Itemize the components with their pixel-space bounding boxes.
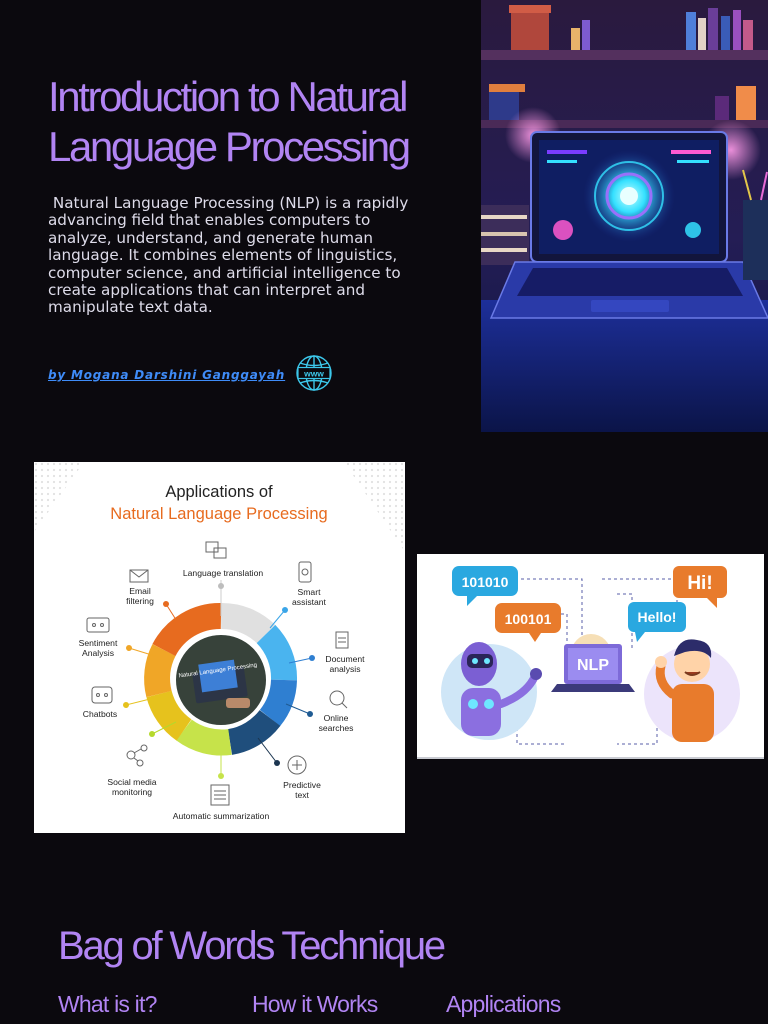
author-byline: by Mogana Darshini Ganggayah www xyxy=(48,354,333,396)
applications-donut xyxy=(144,603,297,756)
author-link[interactable]: by Mogana Darshini Ganggayah xyxy=(48,368,286,382)
bookshelf xyxy=(481,5,768,128)
tab-how-it-works[interactable]: How it Works xyxy=(252,991,378,1017)
applications-graphic: Applications of Natural Language Process… xyxy=(34,462,405,833)
social-media-icon xyxy=(126,744,148,767)
graphic-heading-2: Natural Language Processing xyxy=(110,505,327,523)
translation-icon xyxy=(205,541,227,559)
robot-illustration xyxy=(441,642,542,740)
svg-text:101010: 101010 xyxy=(462,574,509,590)
bubble-hi: Hi! xyxy=(673,566,727,608)
person-illustration xyxy=(644,639,740,742)
globe-www-icon[interactable]: www xyxy=(295,354,333,396)
section-tabs: What is it? How it Works Applications xyxy=(58,984,758,1024)
svg-text:100101: 100101 xyxy=(505,611,552,627)
bubble-hello: Hello! xyxy=(628,602,686,642)
label-language-translation: Language translation xyxy=(183,568,263,578)
svg-text:Hello!: Hello! xyxy=(638,609,677,625)
label-chatbots: Chatbots xyxy=(83,709,117,719)
bubble-binary-1: 101010 xyxy=(452,566,518,606)
nlp-illustration: 101010 100101 Hi! Hello! NLP xyxy=(417,554,764,759)
label-automatic-summarization: Automatic summarization xyxy=(173,811,270,821)
tab-applications[interactable]: Applications xyxy=(446,991,561,1017)
assistant-icon xyxy=(298,561,312,583)
search-icon xyxy=(329,690,348,709)
page-title: Introduction to Natural Language Process… xyxy=(48,73,411,170)
section-title: Bag of Words Technique xyxy=(58,924,446,968)
svg-text:Hi!: Hi! xyxy=(687,573,712,594)
laptop xyxy=(489,131,768,319)
document-icon xyxy=(335,631,349,649)
hero-laptop-image xyxy=(481,0,768,432)
chatbot-icon xyxy=(91,686,113,704)
intro-paragraph: Natural Language Processing (NLP) is a r… xyxy=(48,194,409,317)
svg-text:NLP: NLP xyxy=(577,657,609,674)
email-icon xyxy=(129,569,149,583)
center-book-image: Natural Language Processing xyxy=(174,633,268,727)
nlp-laptop: NLP xyxy=(551,634,635,692)
predictive-icon xyxy=(287,755,307,775)
sentiment-icon xyxy=(86,617,110,633)
graphic-heading-1: Applications of xyxy=(165,483,273,501)
tab-what-is-it[interactable]: What is it? xyxy=(58,991,157,1017)
www-label: www xyxy=(303,368,324,378)
bubble-binary-2: 100101 xyxy=(495,603,561,642)
summarization-icon xyxy=(210,784,230,806)
